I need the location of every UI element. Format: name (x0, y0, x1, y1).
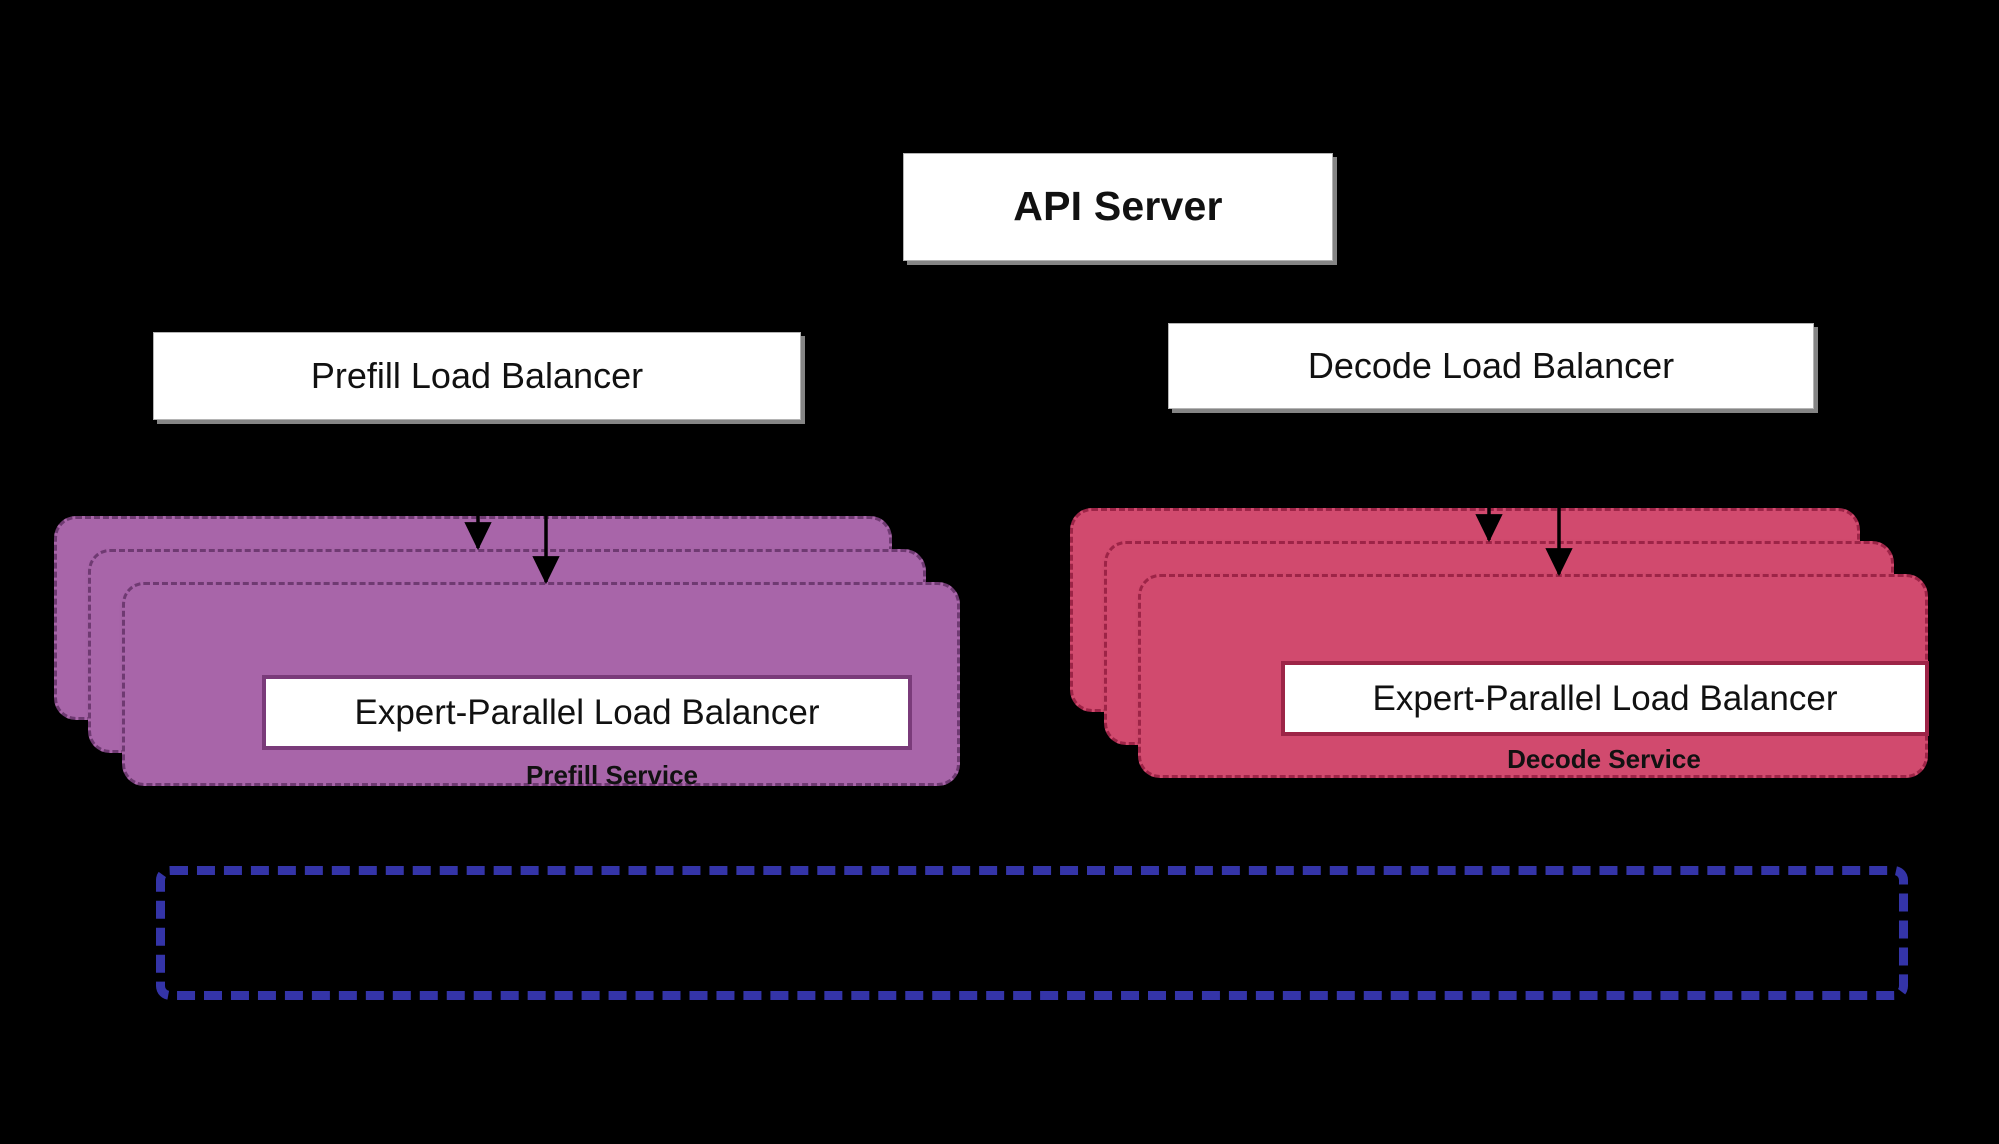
prefill-expert-parallel-load-balancer-box[interactable]: Expert-Parallel Load Balancer (262, 675, 912, 750)
prefill-service-replica[interactable]: Expert-Parallel Load Balancer Prefill Se… (122, 582, 960, 788)
api-server-box[interactable]: API Server (903, 153, 1333, 261)
decode-service-stack[interactable]: Expert-Parallel Load Balancer Decode Ser… (1070, 508, 1929, 778)
prefill-service-label: Prefill Service (526, 760, 698, 790)
prefill-service-stack[interactable]: Expert-Parallel Load Balancer Prefill Se… (54, 516, 960, 788)
edge-api-to-prefill-lb (464, 205, 903, 333)
decode-load-balancer-box[interactable]: Decode Load Balancer (1168, 323, 1814, 409)
kv-transfer-container[interactable] (156, 866, 1908, 1000)
decode-load-balancer-label: Decode Load Balancer (1307, 345, 1675, 387)
api-server-label: API Server (1013, 183, 1223, 230)
decode-expert-parallel-load-balancer-box[interactable]: Expert-Parallel Load Balancer (1281, 661, 1929, 736)
prefill-load-balancer-box[interactable]: Prefill Load Balancer (153, 332, 801, 420)
prefill-load-balancer-label: Prefill Load Balancer (310, 355, 644, 397)
decode-service-replica[interactable]: Expert-Parallel Load Balancer Decode Ser… (1138, 574, 1929, 778)
prefill-expert-parallel-load-balancer-label: Expert-Parallel Load Balancer (354, 693, 820, 732)
decode-service-label: Decode Service (1507, 744, 1701, 774)
decode-expert-parallel-load-balancer-label: Expert-Parallel Load Balancer (1372, 679, 1838, 718)
